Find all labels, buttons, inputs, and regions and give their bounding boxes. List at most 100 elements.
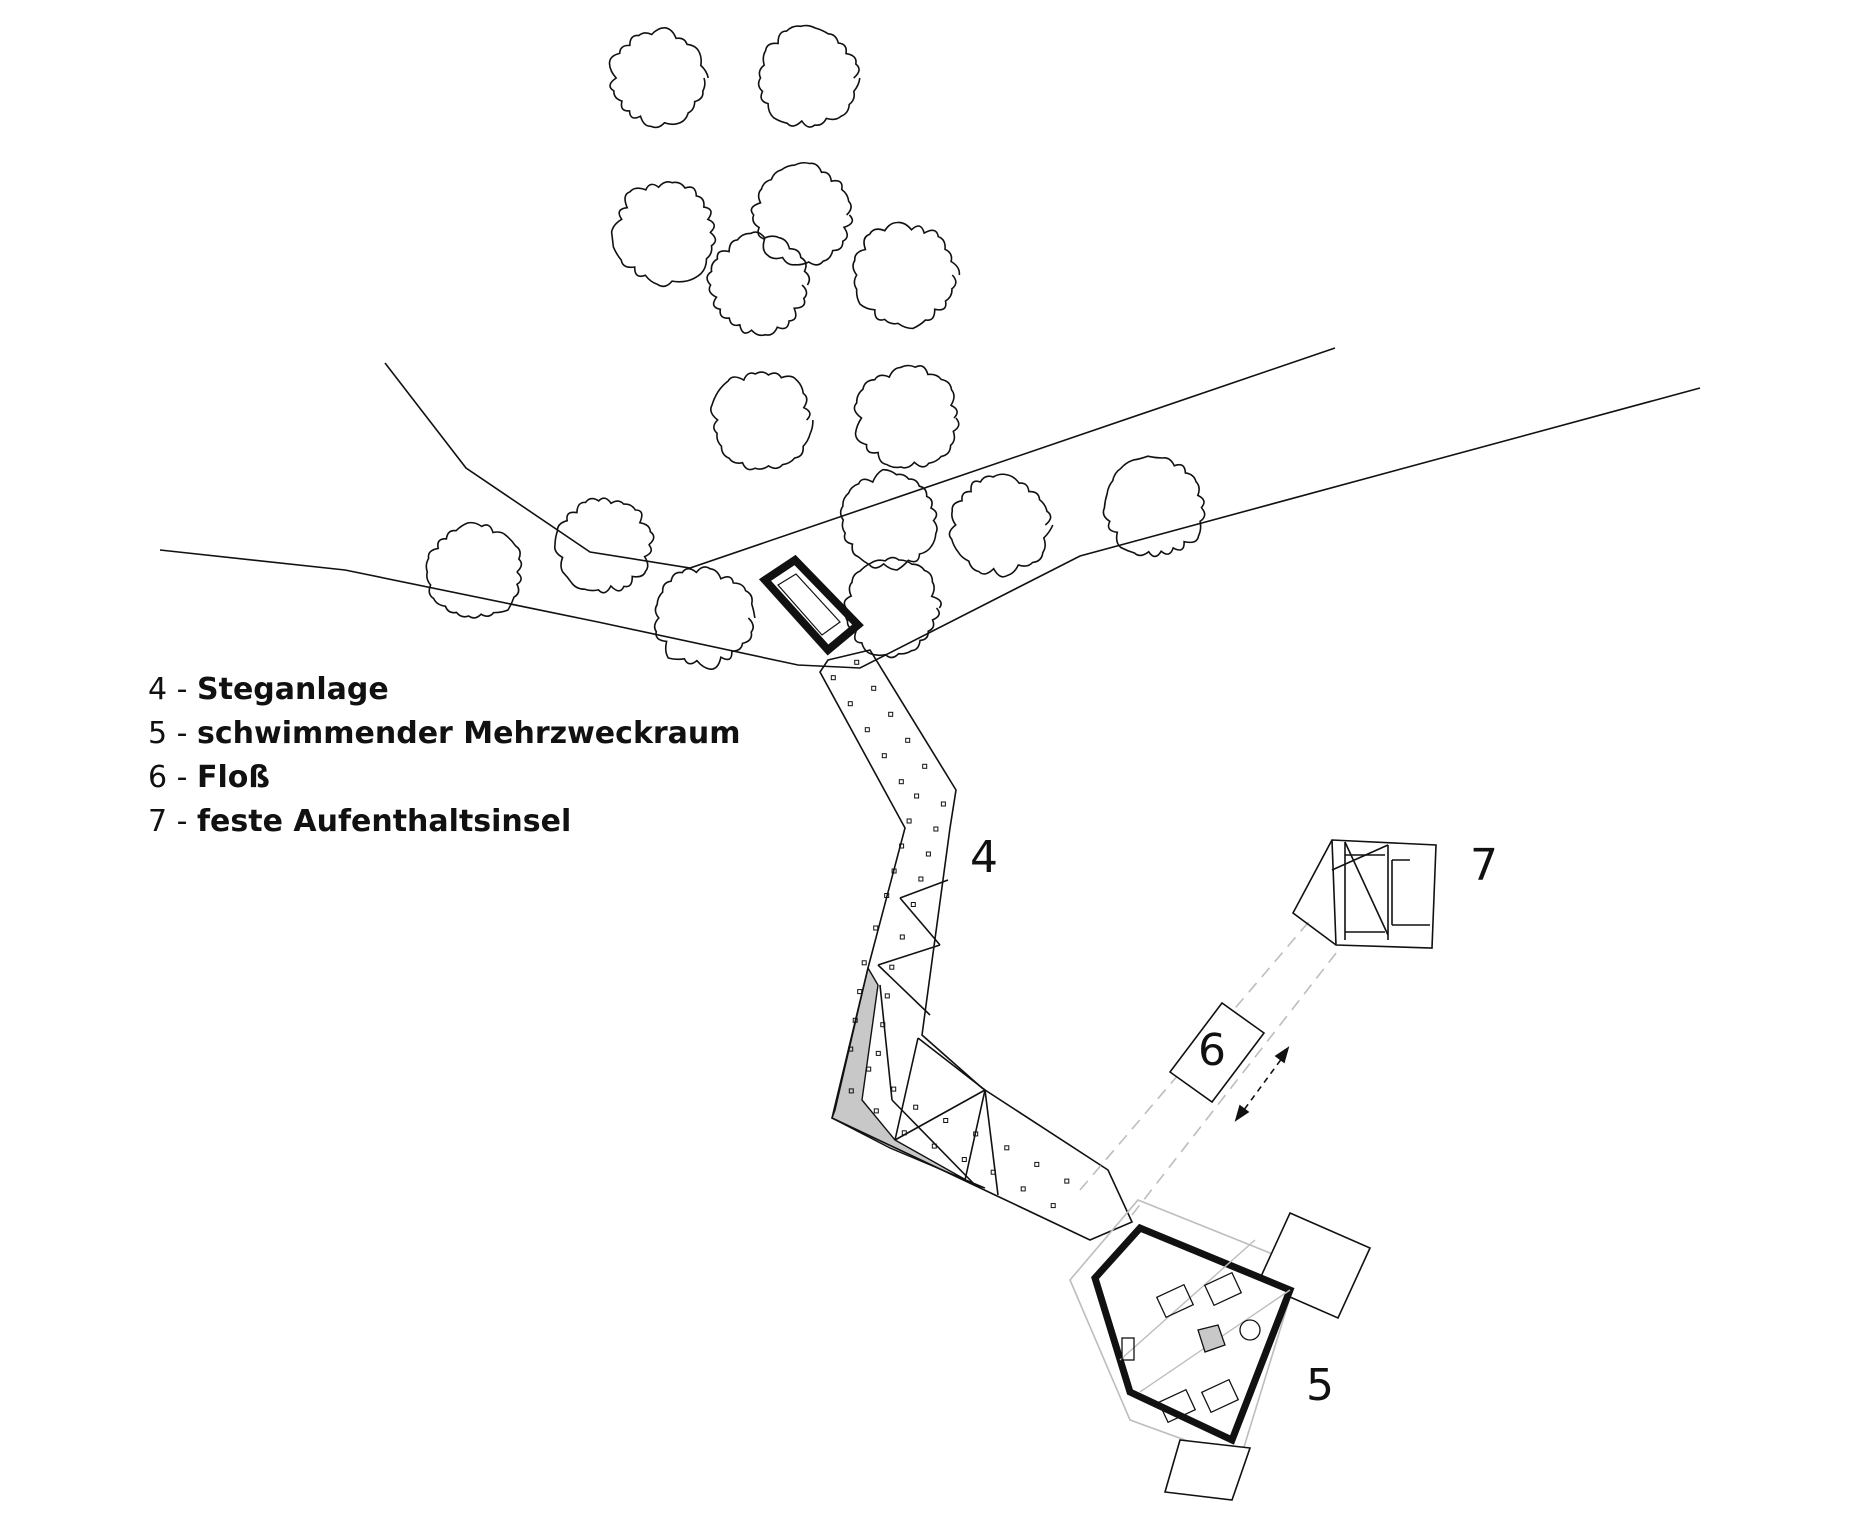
deck-dot xyxy=(852,1017,858,1023)
deck-dot xyxy=(943,1118,949,1123)
tree-canopy xyxy=(425,521,523,619)
legend-item: 5 - schwimmender Mehrzweckraum xyxy=(148,712,741,756)
deck-dot xyxy=(889,964,895,970)
tree-canopy xyxy=(839,468,938,571)
legend-item-number: 7 xyxy=(148,804,168,839)
pier-panel xyxy=(891,1099,976,1186)
deck-dot xyxy=(922,763,928,769)
label-floss-number: 6 xyxy=(1198,1025,1226,1076)
deck-dot xyxy=(918,876,924,882)
tree-canopy xyxy=(852,221,961,330)
island-outline xyxy=(1291,839,1437,949)
deck-dot xyxy=(973,1131,979,1137)
tree-canopy xyxy=(653,566,756,671)
upper-shoreline xyxy=(384,347,1336,569)
deck-dot xyxy=(905,737,911,743)
deck-dot xyxy=(848,1088,854,1094)
pier-deck-dots xyxy=(830,659,1070,1209)
raft-route xyxy=(1079,917,1341,1216)
tree-canopy xyxy=(843,556,942,659)
pier-entrance-frame xyxy=(758,554,864,656)
raft-outline xyxy=(1168,1001,1266,1104)
legend-item-label: schwimmender Mehrzweckraum xyxy=(197,716,741,751)
deck-dot xyxy=(990,1169,996,1175)
pier-panel xyxy=(894,1037,919,1141)
legend-item-label: Steganlage xyxy=(197,672,389,707)
pier-panel xyxy=(879,984,893,1101)
deck-dot xyxy=(888,711,894,717)
deck-dot xyxy=(931,1143,937,1149)
deck-dot xyxy=(891,868,897,874)
deck-dot xyxy=(940,801,946,807)
deck-dot xyxy=(861,960,867,966)
legend-item-separator: - xyxy=(167,716,197,751)
deck-dot xyxy=(884,893,890,898)
deck-dot xyxy=(875,1050,881,1056)
legend-item-separator: - xyxy=(167,672,197,707)
deck-dot xyxy=(847,701,853,707)
deck-dot xyxy=(906,818,912,824)
deck-dot xyxy=(854,659,860,665)
deck-dot xyxy=(891,1086,897,1092)
pier-panel xyxy=(964,1089,986,1181)
deck-dot xyxy=(881,753,887,759)
deck-dot xyxy=(871,685,877,691)
tree-canopy xyxy=(709,371,814,471)
legend: 4 - Steganlage 5 - schwimmender Mehrzwec… xyxy=(148,668,741,844)
pier-panel xyxy=(899,879,949,899)
deck-dot xyxy=(913,1104,919,1110)
label-steganlage-number: 4 xyxy=(970,832,998,883)
deck-dot xyxy=(864,727,870,733)
legend-item-label: feste Aufenthaltsinsel xyxy=(197,804,572,839)
deck-dot xyxy=(899,934,905,940)
legend-item-number: 4 xyxy=(148,672,168,707)
legend-item: 4 - Steganlage xyxy=(148,668,741,712)
feste-aufenthaltsinsel xyxy=(1291,839,1437,949)
deck-dot xyxy=(961,1157,967,1162)
tree-canopy xyxy=(853,364,960,469)
tree-canopy xyxy=(608,26,709,129)
raft-direction-arrow xyxy=(1234,1046,1290,1122)
pier-panel xyxy=(894,1089,986,1141)
legend-item-label: Floß xyxy=(197,760,270,795)
deck-dot xyxy=(899,843,905,849)
deck-south xyxy=(1163,1439,1252,1501)
deck-dot xyxy=(857,989,863,995)
tree-canopy xyxy=(553,497,655,594)
tree-canopy xyxy=(610,181,717,288)
legend-item-separator: - xyxy=(167,760,197,795)
tree-canopy xyxy=(1102,455,1206,558)
legend-item: 6 - Floß xyxy=(148,756,741,800)
legend-item-separator: - xyxy=(167,804,197,839)
deck-dot xyxy=(914,793,920,799)
tree-canopy xyxy=(757,24,861,128)
deck-dot xyxy=(933,826,939,832)
pier-panel xyxy=(917,1037,986,1091)
deck-dot xyxy=(880,1022,886,1028)
deck-dot xyxy=(866,1066,872,1072)
label-insel-number: 7 xyxy=(1470,840,1498,891)
deck-dot xyxy=(1034,1161,1040,1167)
legend-item-number: 5 xyxy=(148,716,168,751)
pier-panel xyxy=(877,964,931,1016)
deck-dot xyxy=(1050,1203,1056,1209)
pier-panel xyxy=(899,897,941,946)
pier-outline xyxy=(819,649,1134,1241)
trees xyxy=(425,24,1206,671)
lower-shoreline xyxy=(159,387,1701,669)
deck-dot xyxy=(898,779,904,785)
deck-dot xyxy=(1020,1186,1026,1192)
floss-raft xyxy=(1168,1001,1266,1104)
deck-dot xyxy=(1004,1145,1010,1151)
deck-dot xyxy=(901,1130,907,1136)
deck-dot xyxy=(884,993,890,999)
deck-dot xyxy=(848,1046,854,1052)
deck-dot xyxy=(873,1108,879,1114)
deck-dot xyxy=(873,925,879,931)
tree-canopy xyxy=(706,231,811,337)
deck-dot xyxy=(830,675,836,681)
pier-panel xyxy=(877,944,941,966)
steganlage-pier xyxy=(819,649,1134,1241)
pier-panel xyxy=(984,1089,999,1196)
